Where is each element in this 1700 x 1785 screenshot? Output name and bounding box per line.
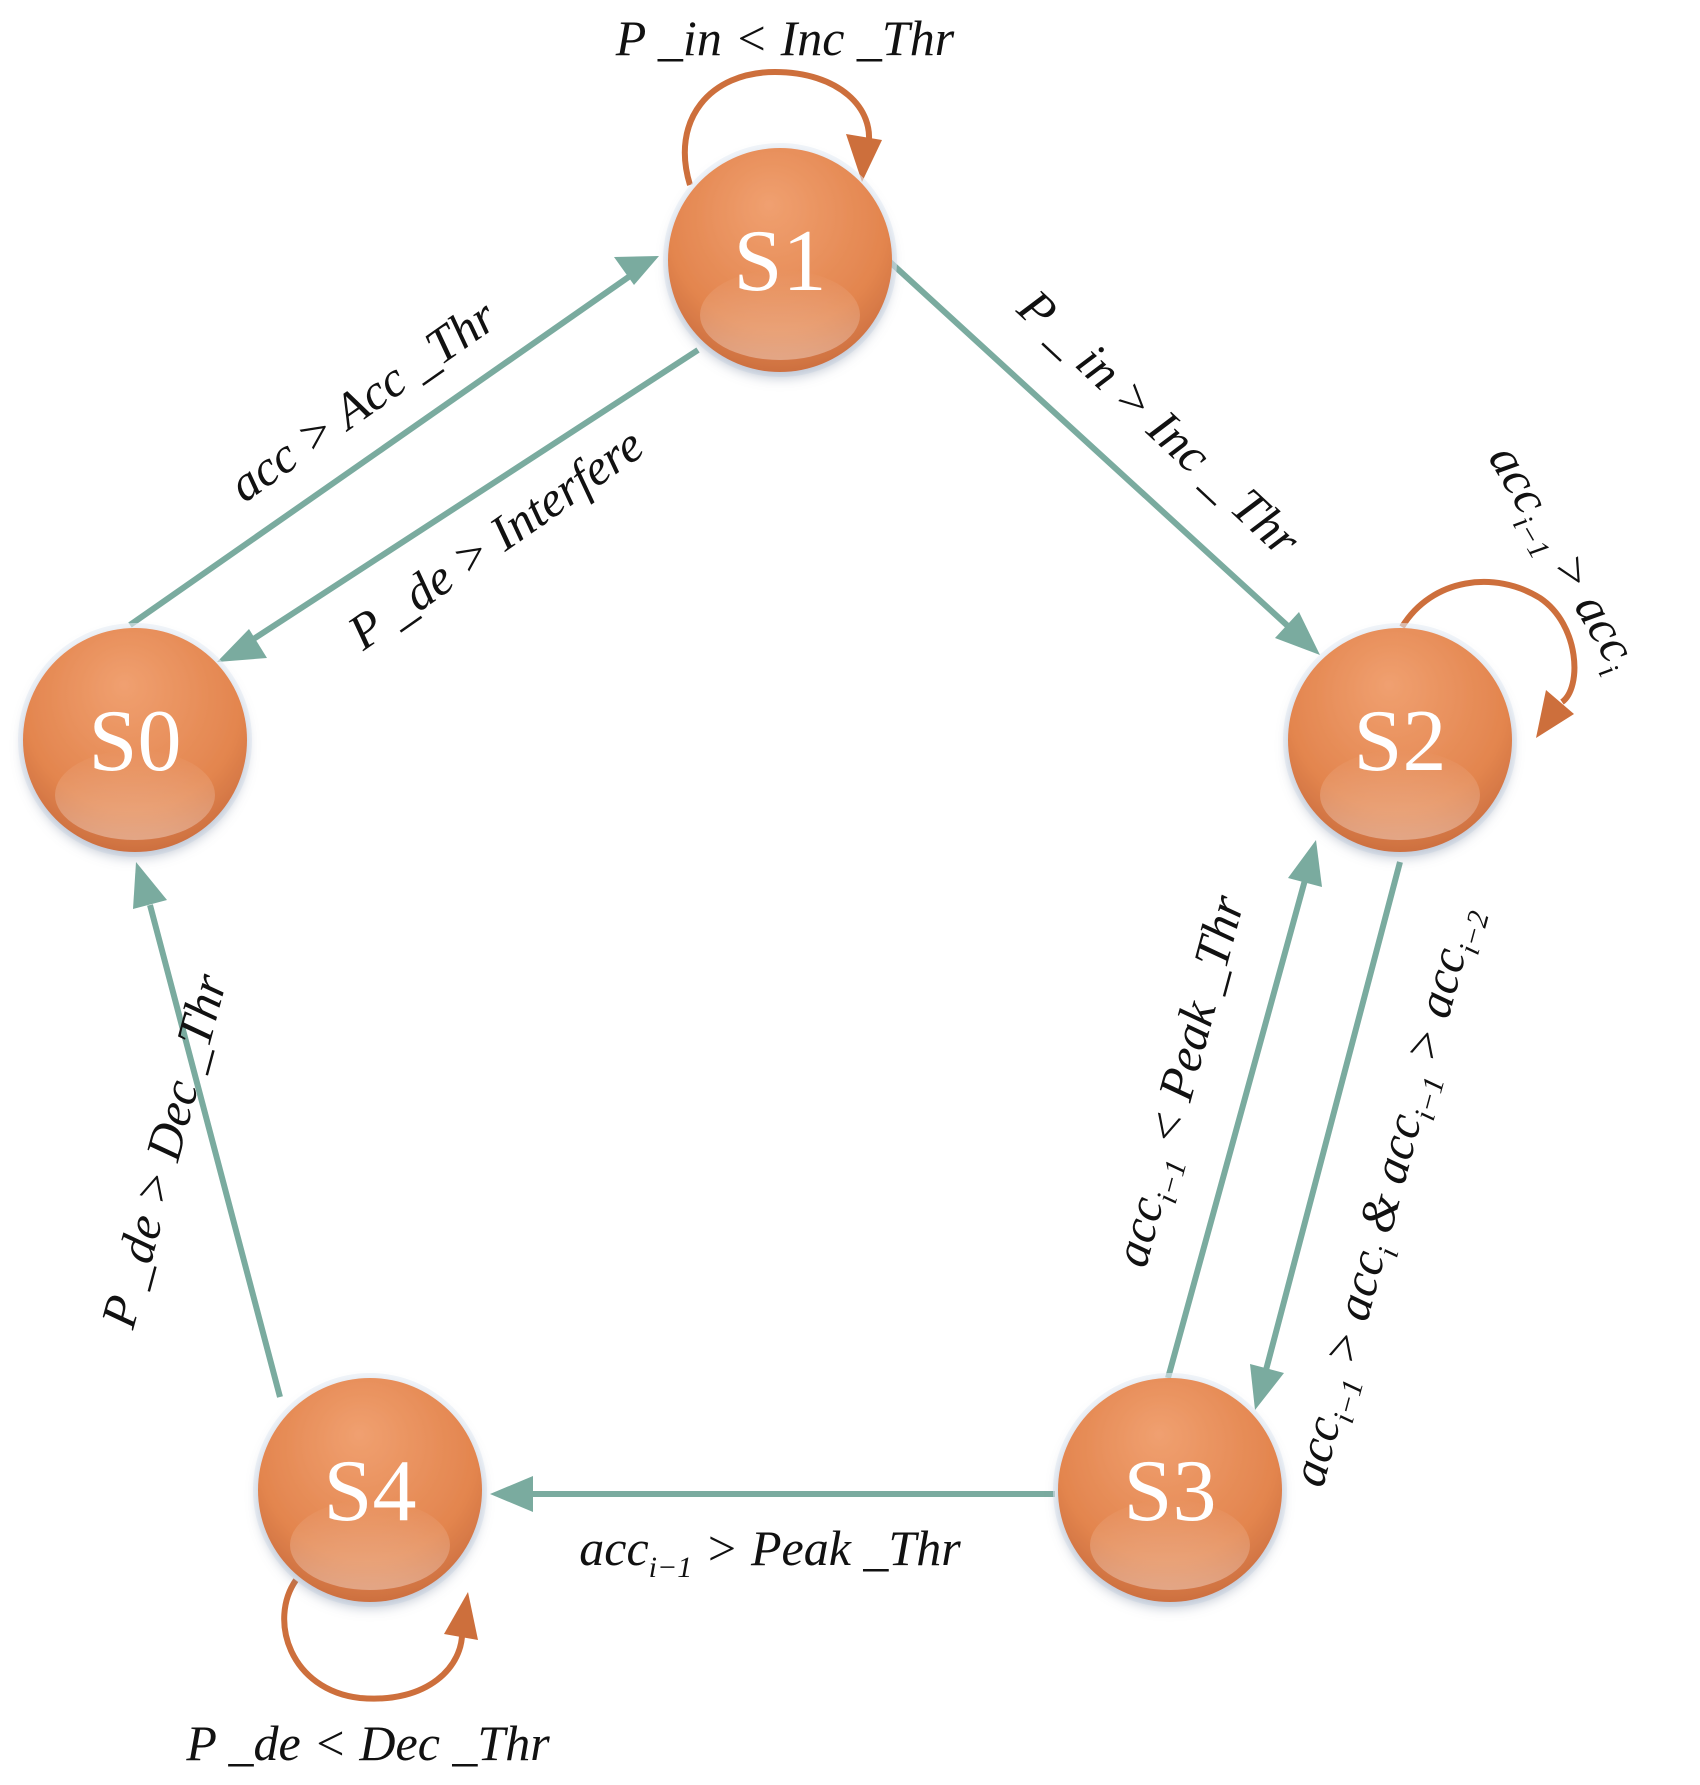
self-loop-s4-arrowhead bbox=[444, 1592, 478, 1640]
transition-s3-s2-arrowhead bbox=[1288, 840, 1322, 887]
transition-s4-s0-arrowhead bbox=[133, 862, 167, 909]
transition-s2-s3-line bbox=[1263, 861, 1403, 1371]
state-s4-label: S4 bbox=[324, 1443, 417, 1540]
transition-s0-s1-line bbox=[128, 273, 632, 628]
transitions-layer bbox=[128, 256, 1403, 1512]
label-s1-self: P _in < Inc _Thr bbox=[615, 10, 955, 66]
label-s3-s4: acci−1 > Peak _Thr bbox=[579, 1520, 961, 1584]
self-loop-s4-arc bbox=[281, 1578, 466, 1702]
transition-s1-s0-line bbox=[250, 347, 700, 643]
transition-s3-s2-line bbox=[1165, 879, 1308, 1379]
transition-s4-s0-line bbox=[147, 904, 283, 1398]
state-s0-label: S0 bbox=[89, 693, 182, 790]
transition-s1-s2-line bbox=[887, 259, 1293, 631]
self-loop-s1-arc bbox=[682, 68, 873, 186]
states-layer: S0 S1 S2 S3 S4 bbox=[18, 143, 1517, 1607]
transition-s0-s1-arrowhead bbox=[614, 256, 659, 285]
state-s4[interactable]: S4 bbox=[253, 1373, 487, 1607]
self-loop-s2-arc bbox=[1399, 579, 1578, 705]
self-loop-s1-arrowhead bbox=[846, 134, 882, 182]
label-s1-s0: P _de > Interfere bbox=[337, 416, 653, 661]
state-s1[interactable]: S1 bbox=[663, 143, 897, 377]
label-s2-self: acci−1 > acci bbox=[1471, 434, 1651, 682]
self-loops-layer bbox=[281, 68, 1578, 1702]
state-s0[interactable]: S0 bbox=[18, 623, 252, 857]
transition-s1-s2-arrowhead bbox=[1275, 612, 1320, 655]
transition-s1-s0-arrowhead bbox=[217, 629, 267, 662]
transition-s2-s3-arrowhead bbox=[1250, 1364, 1284, 1410]
state-s2[interactable]: S2 bbox=[1283, 623, 1517, 857]
state-s1-label: S1 bbox=[734, 213, 827, 310]
label-s4-self: P _de < Dec _Thr bbox=[185, 1715, 550, 1771]
transition-s3-s4-arrowhead bbox=[490, 1476, 533, 1512]
label-s3-s2: acci−1 < Peak _Thr bbox=[1102, 889, 1263, 1275]
state-s3[interactable]: S3 bbox=[1053, 1373, 1287, 1607]
label-s1-s2: P _ in > Inc _ Thr bbox=[1007, 277, 1312, 567]
state-s2-label: S2 bbox=[1354, 693, 1447, 790]
state-s3-label: S3 bbox=[1124, 1443, 1217, 1540]
label-s0-s1: acc > Acc _Thr bbox=[218, 287, 506, 512]
self-loop-s2-arrowhead bbox=[1536, 690, 1574, 738]
